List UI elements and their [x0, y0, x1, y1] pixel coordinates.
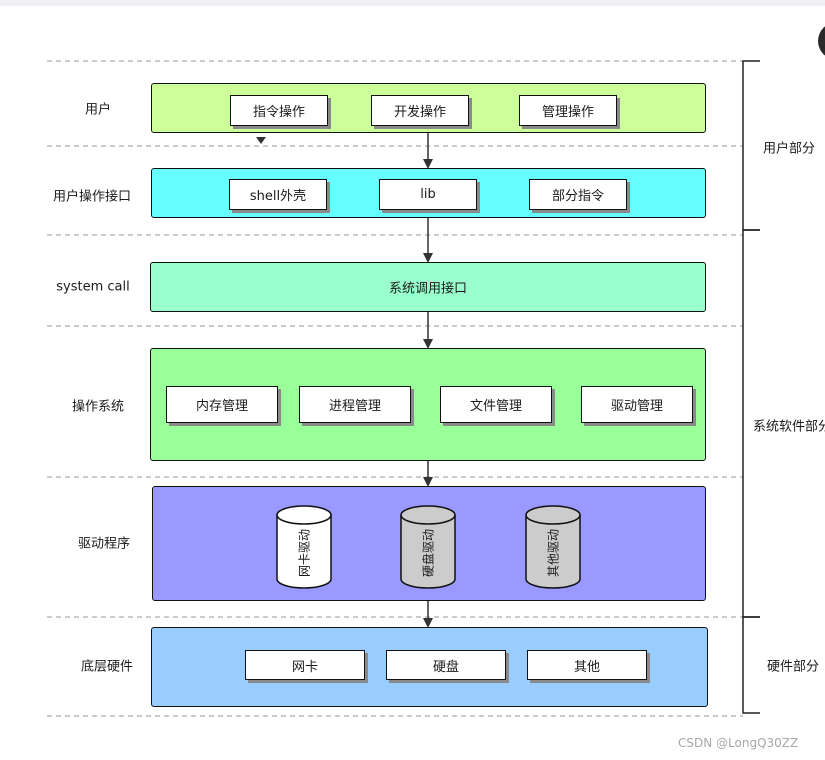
cylinder-body — [400, 515, 456, 589]
row-label-user-interface: 用户操作接口 — [52, 189, 131, 205]
cylinder-top — [276, 505, 332, 525]
row-label-drivers: 驱动程序 — [77, 536, 130, 552]
other-driver-label: 其他驱动 — [546, 528, 561, 578]
small-arrowhead — [256, 137, 266, 144]
side-label-hardware-part: 硬件部分 — [767, 659, 820, 675]
nic-box: 网卡 — [245, 650, 365, 680]
hardware-layer: 网卡 硬盘 其他 — [151, 627, 708, 707]
lib-box: lib — [379, 179, 477, 210]
other-box: 其他 — [527, 650, 647, 680]
development-operation-box: 开发操作 — [371, 95, 469, 126]
system-call-layer: 系统调用接口 — [150, 262, 706, 312]
cylinder-body — [525, 515, 581, 589]
row-label-os: 操作系统 — [71, 399, 124, 415]
watermark: CSDN @LongQ30ZZ — [678, 736, 799, 750]
row-label-user: 用户 — [84, 102, 111, 118]
shell-box: shell外壳 — [229, 179, 327, 210]
side-label-system-software-part: 系统软件部分 — [753, 419, 825, 435]
cylinder-body — [276, 515, 332, 589]
partial-commands-box: 部分指令 — [529, 179, 627, 210]
disk-driver-cylinder: 硬盘驱动 — [399, 505, 457, 591]
cylinder-top — [400, 505, 456, 525]
nic-driver-label: 网卡驱动 — [297, 528, 312, 578]
user-layer: 指令操作 开发操作 管理操作 — [151, 83, 706, 133]
user-interface-layer: shell外壳 lib 部分指令 — [151, 168, 706, 218]
system-call-interface-text: 系统调用接口 — [388, 281, 467, 297]
other-driver-cylinder: 其他驱动 — [524, 505, 582, 591]
os-layer: 内存管理 进程管理 文件管理 驱动管理 — [150, 348, 706, 461]
memory-management-box: 内存管理 — [166, 386, 278, 423]
row-label-hardware: 底层硬件 — [80, 659, 133, 675]
management-operation-box: 管理操作 — [519, 95, 617, 126]
side-label-user-part: 用户部分 — [763, 141, 816, 157]
bracket-hardware — [742, 616, 760, 714]
file-management-box: 文件管理 — [440, 386, 552, 423]
disk-box: 硬盘 — [386, 650, 506, 680]
bracket-user — [742, 60, 760, 231]
process-management-box: 进程管理 — [299, 386, 411, 423]
cylinder-top — [525, 505, 581, 525]
scroll-button[interactable] — [818, 22, 825, 60]
command-operation-box: 指令操作 — [230, 95, 328, 126]
top-strip — [0, 0, 825, 6]
disk-driver-label: 硬盘驱动 — [421, 528, 436, 578]
row-label-system-call: system call — [56, 279, 130, 295]
nic-driver-cylinder: 网卡驱动 — [275, 505, 333, 591]
driver-management-box: 驱动管理 — [581, 386, 693, 423]
driver-layer: 网卡驱动 硬盘驱动 其他驱动 — [152, 486, 706, 601]
